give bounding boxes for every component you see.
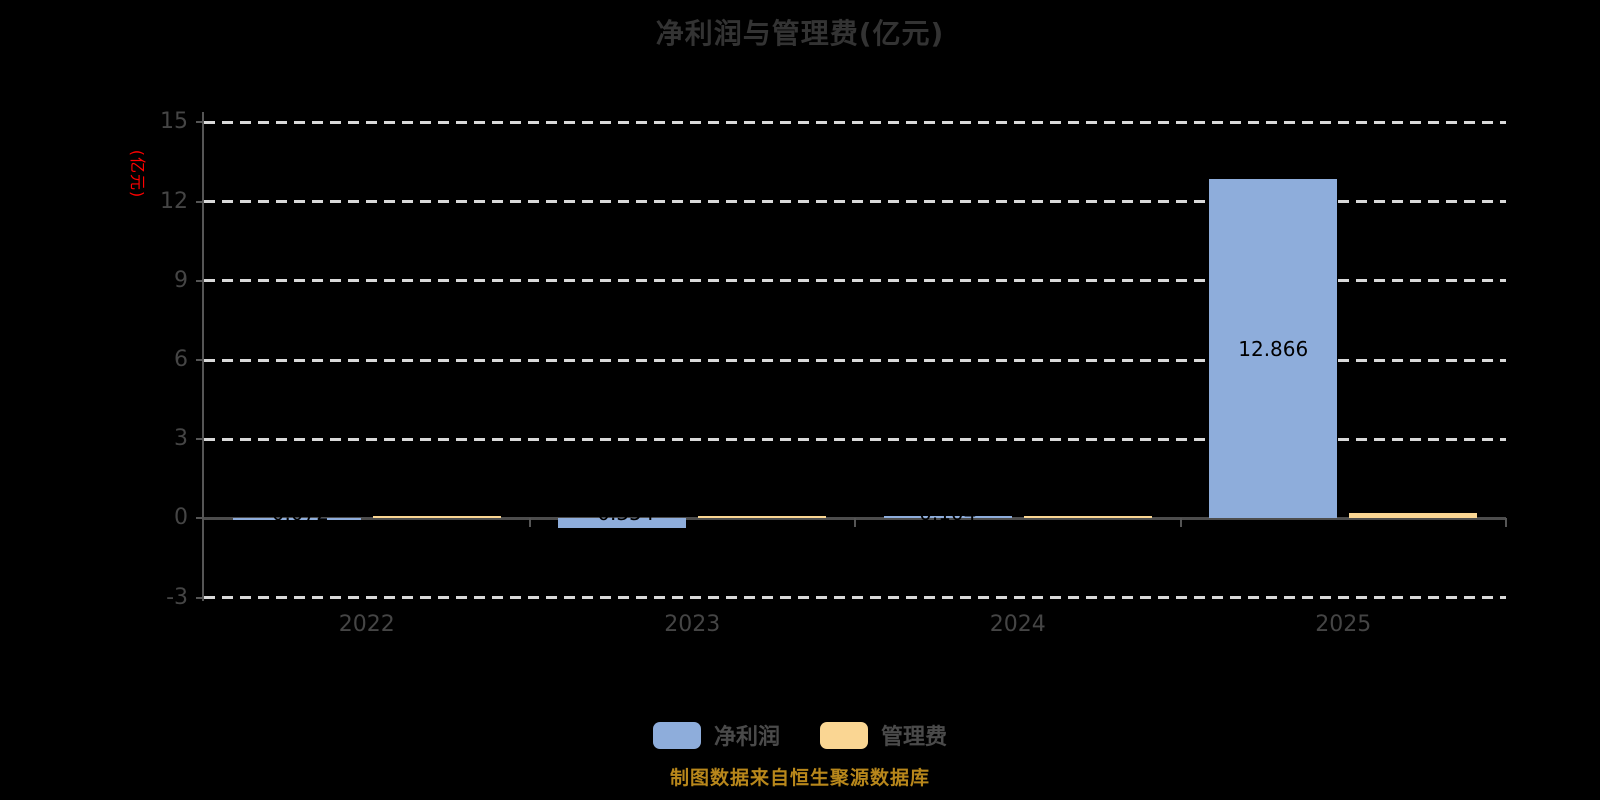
bar-mgmt-fee-2024[interactable] — [1023, 516, 1152, 519]
gridline-3 — [204, 437, 1506, 441]
y-axis-tick-0 — [196, 517, 204, 520]
data-source-footer: 制图数据来自恒生聚源数据库 — [669, 767, 930, 789]
y-axis-tick--3 — [196, 596, 204, 599]
x-axis-tick-3 — [1179, 518, 1182, 528]
legend-swatch-net-profit-icon — [652, 721, 701, 749]
gridline-6 — [204, 358, 1506, 362]
x-tick-label-2023: 2023 — [664, 612, 721, 637]
bar-value-label-2022: -0.072 — [264, 500, 329, 525]
y-axis-tick-12 — [196, 200, 204, 203]
x-axis-tick-2 — [854, 518, 856, 528]
gridline-12 — [204, 200, 1506, 204]
legend-swatch-mgmt-fee-icon — [820, 721, 868, 749]
chart-title: 净利润与管理费(亿元) — [655, 17, 945, 50]
bar-net-profit-2025[interactable] — [1209, 178, 1338, 519]
x-tick-label-2025: 2025 — [1315, 612, 1372, 637]
x-axis-tick-4 — [1505, 518, 1507, 528]
y-tick-label--3: -3 — [166, 584, 188, 610]
bar-value-label-2025: 12.866 — [1238, 336, 1309, 361]
y-tick-label-12: 12 — [160, 188, 188, 214]
legend-label-mgmt-fee: 管理费 — [881, 725, 948, 750]
y-tick-label-6: 6 — [174, 347, 188, 372]
x-tick-label-2024: 2024 — [989, 612, 1046, 637]
bar-mgmt-fee-2022[interactable] — [372, 516, 501, 519]
bar-value-label-2023: -0.354 — [590, 500, 655, 525]
y-axis-tick-6 — [196, 359, 204, 361]
legend: 净利润 管理费 — [0, 719, 1600, 751]
legend-item-net-profit[interactable]: 净利润 — [652, 719, 780, 751]
legend-label-net-profit: 净利润 — [713, 725, 780, 750]
y-axis-tick-3 — [196, 438, 204, 441]
bar-mgmt-fee-2023[interactable] — [698, 516, 827, 519]
gridline-15 — [204, 120, 1506, 124]
x-axis-tick-1 — [528, 518, 531, 528]
y-tick-label-15: 15 — [160, 109, 188, 135]
bar-net-profit-2022[interactable] — [232, 518, 361, 521]
bar-mgmt-fee-2025[interactable] — [1349, 513, 1478, 519]
bar-net-profit-2023[interactable] — [558, 518, 687, 528]
y-axis-name: (亿元) — [128, 149, 147, 199]
legend-item-mgmt-fee[interactable]: 管理费 — [820, 719, 947, 751]
y-tick-label-0: 0 — [174, 505, 188, 531]
y-axis-tick-9 — [196, 279, 204, 282]
bar-net-profit-2024[interactable] — [883, 515, 1012, 519]
y-axis-line — [202, 112, 204, 601]
y-tick-label-3: 3 — [174, 426, 188, 452]
x-tick-label-2022: 2022 — [338, 612, 395, 637]
bar-value-label-2024: 0.104 — [919, 500, 977, 525]
y-tick-label-9: 9 — [174, 267, 188, 293]
gridline--3 — [204, 596, 1506, 600]
y-axis-tick-15 — [196, 121, 204, 124]
gridline-9 — [204, 279, 1506, 283]
